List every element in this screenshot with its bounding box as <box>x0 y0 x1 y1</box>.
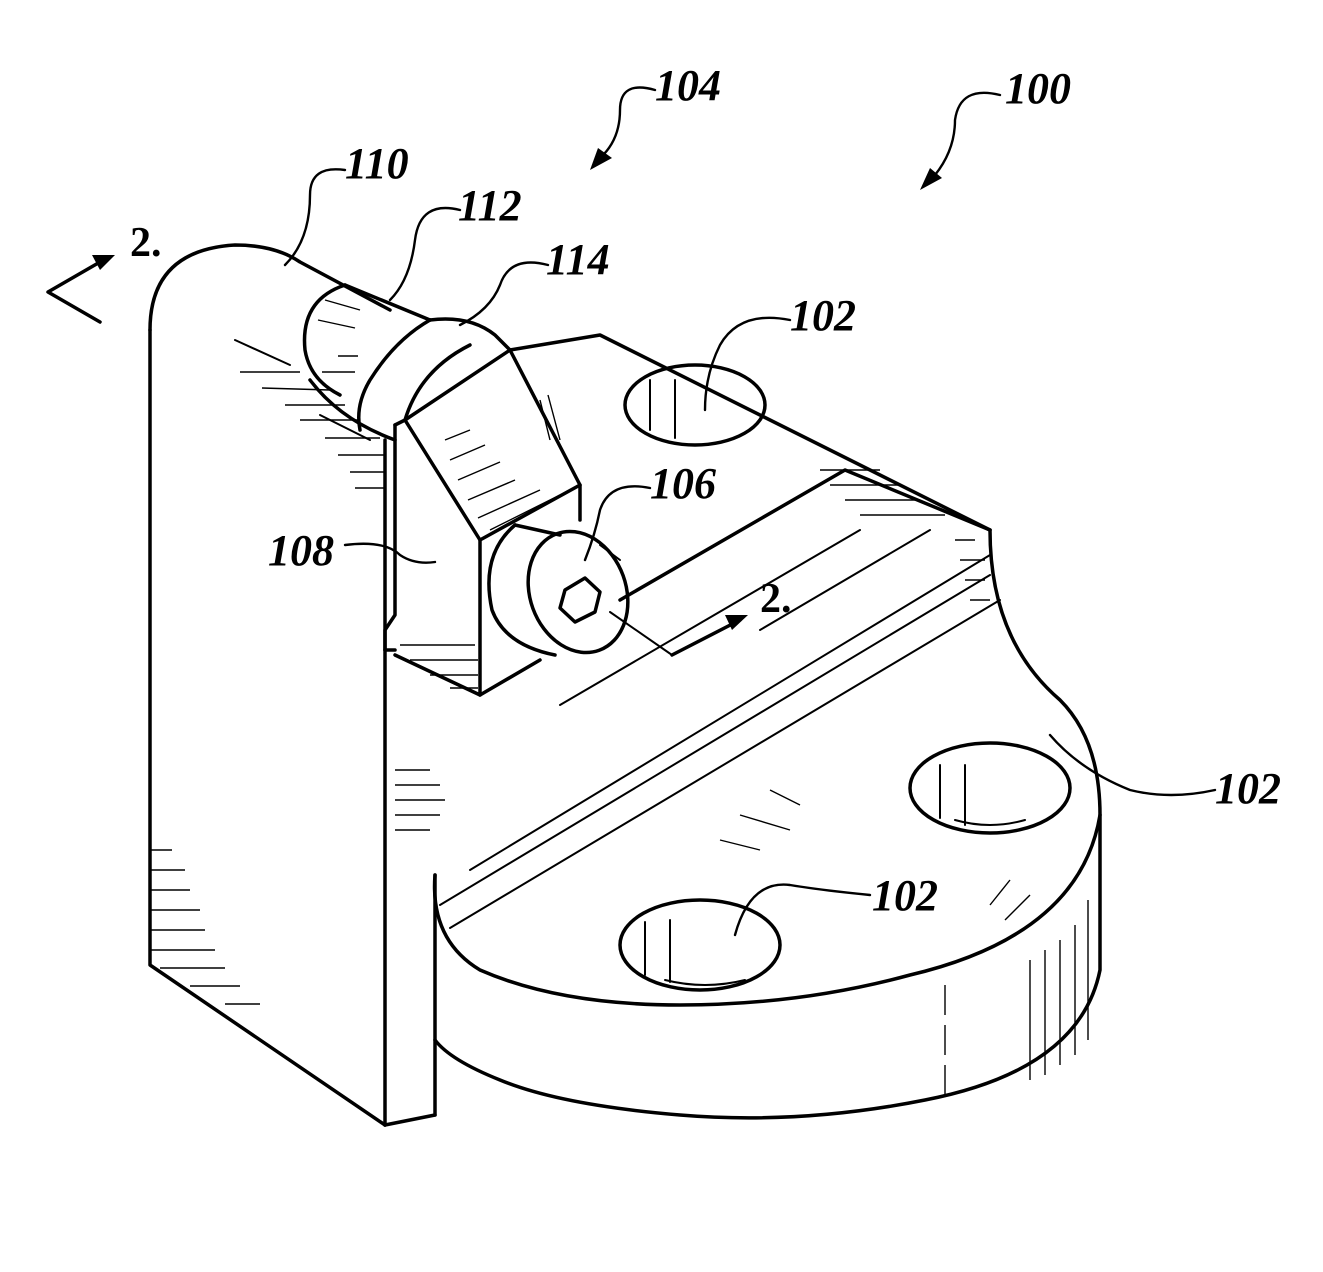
label-112: 112 <box>458 181 522 230</box>
arrow-icon <box>92 255 115 270</box>
upright-shading <box>150 372 445 1004</box>
label-102-front: 102 <box>872 871 938 920</box>
label-102-top: 102 <box>790 291 856 340</box>
base-shading <box>720 470 1088 1100</box>
base-plate <box>385 470 1100 1125</box>
label-100: 100 <box>1005 64 1071 113</box>
mounting-hole-top <box>625 365 765 445</box>
section-label-top-left: 2. <box>130 220 162 266</box>
section-label-bottom-right: 2. <box>760 576 792 622</box>
section-mark-bottom-right <box>672 615 748 655</box>
hex-socket-icon <box>560 578 600 622</box>
label-102-right: 102 <box>1215 764 1281 813</box>
label-106: 106 <box>650 459 716 508</box>
mounting-hole-front <box>620 900 780 990</box>
upright-block <box>150 245 445 1125</box>
label-104: 104 <box>655 61 721 110</box>
cylinder-shading <box>318 300 360 372</box>
leader-lines <box>285 88 1215 936</box>
arrow-icon <box>590 148 612 170</box>
section-mark-top-left <box>48 255 115 322</box>
label-108: 108 <box>268 526 334 575</box>
mounting-hole-right <box>910 743 1070 833</box>
screw-106 <box>489 517 672 666</box>
label-114: 114 <box>546 235 610 284</box>
label-110: 110 <box>345 139 409 188</box>
